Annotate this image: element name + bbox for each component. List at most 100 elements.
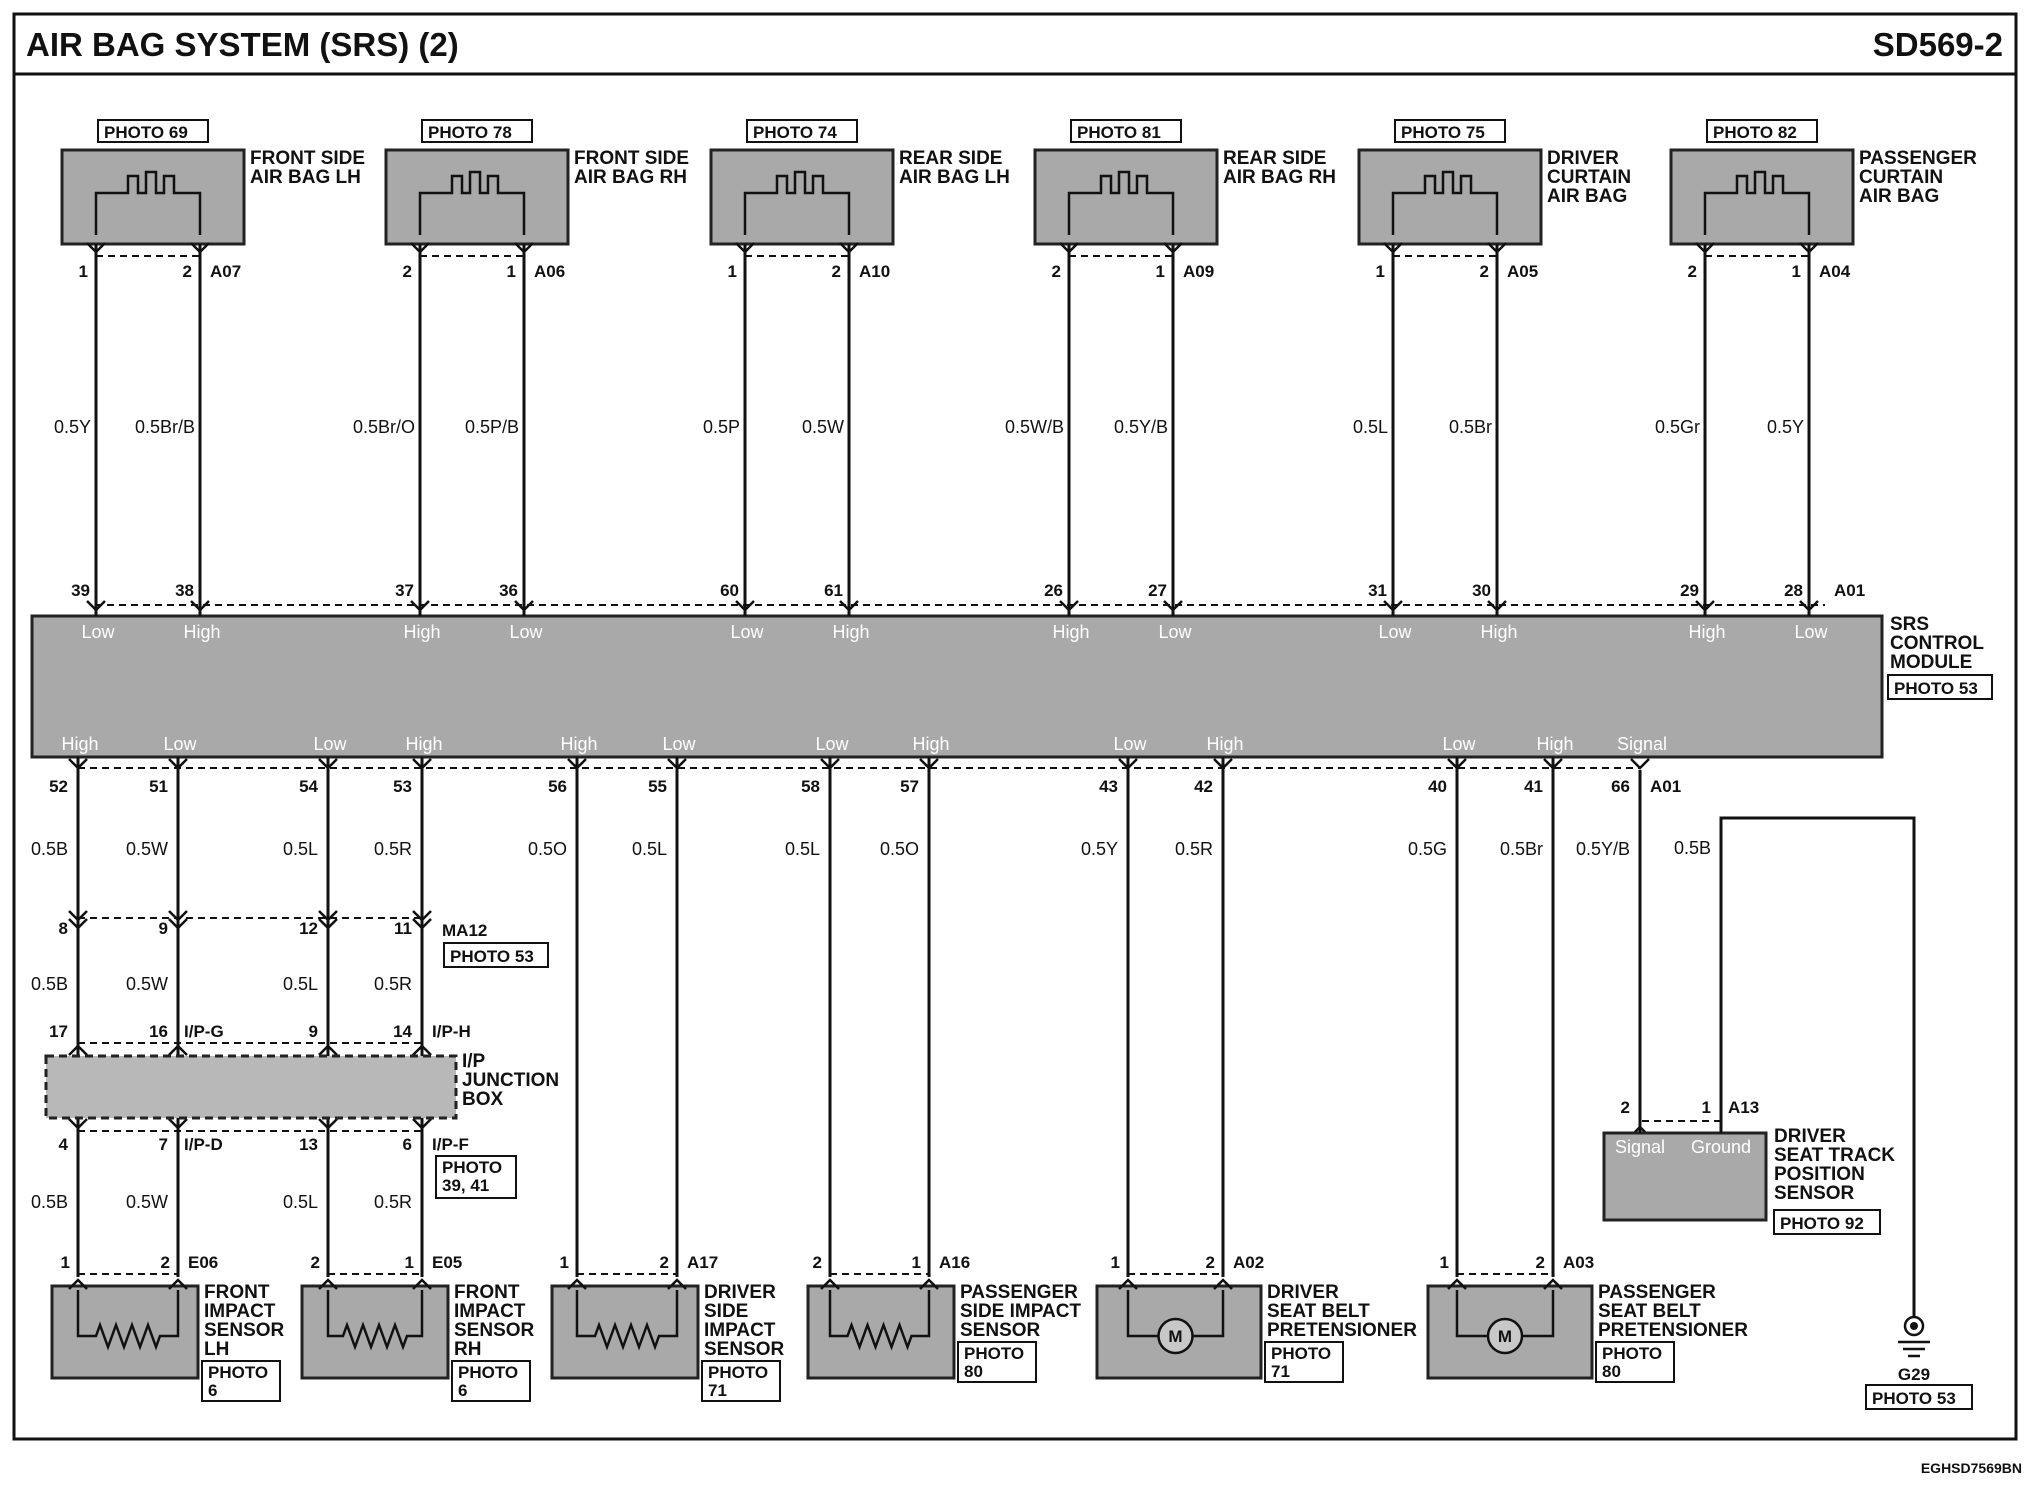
wire-size: 0.5R bbox=[374, 1192, 412, 1212]
module-pin: 38 bbox=[175, 581, 194, 600]
wire-size: 0.5P/B bbox=[465, 417, 519, 437]
connector-chevron-icon bbox=[1543, 1278, 1563, 1290]
module-pin: 27 bbox=[1148, 581, 1167, 600]
connector-chevron-icon bbox=[919, 1278, 939, 1290]
module-terminal: Low bbox=[163, 734, 197, 754]
module-terminal: High bbox=[1052, 622, 1089, 642]
ma12-pin: 12 bbox=[299, 919, 318, 938]
airbag-pin: 2 bbox=[183, 262, 192, 281]
wire-size: 0.5Br bbox=[1500, 839, 1543, 859]
sensor-pin: 2 bbox=[1206, 1253, 1215, 1272]
connector-chevron-icon bbox=[190, 600, 210, 612]
airbag-pin: 2 bbox=[1688, 262, 1697, 281]
motor-wire-icon bbox=[1192, 1290, 1225, 1338]
module-terminal: Low bbox=[81, 622, 115, 642]
airbag-pin: 2 bbox=[1480, 262, 1489, 281]
module-pin: 26 bbox=[1044, 581, 1063, 600]
wire-size: 0.5O bbox=[528, 839, 567, 859]
ma12-chevron-icon bbox=[412, 918, 432, 930]
seat-track-pin-1: 1 bbox=[1702, 1098, 1711, 1117]
ma12-chevron-icon bbox=[318, 910, 338, 922]
resistor-icon bbox=[828, 1290, 931, 1351]
motor-wire-icon bbox=[1522, 1290, 1555, 1338]
module-pin: 61 bbox=[824, 581, 843, 600]
airbag-connector: A09 bbox=[1183, 262, 1214, 281]
airbag-pin: 2 bbox=[403, 262, 412, 281]
ma12-chevron-icon bbox=[168, 910, 188, 922]
junction-chevron-icon bbox=[168, 1118, 188, 1130]
connector-chevron-icon bbox=[1163, 242, 1183, 254]
ma12-pin: 9 bbox=[159, 919, 168, 938]
ma12-chevron-icon bbox=[68, 918, 88, 930]
airbag-squib-icon bbox=[1067, 170, 1175, 235]
connector-chevron-icon bbox=[410, 242, 430, 254]
module-terminal: High bbox=[183, 622, 220, 642]
wire-size: 0.5L bbox=[1353, 417, 1388, 437]
wire-size: 0.5L bbox=[632, 839, 667, 859]
module-terminal: Low bbox=[1794, 622, 1828, 642]
airbag-photo: PHOTO 81 bbox=[1077, 123, 1161, 142]
motor-letter: M bbox=[1168, 1327, 1182, 1346]
sensor-body bbox=[1095, 1284, 1263, 1380]
resistor-icon bbox=[575, 1290, 679, 1351]
module-terminal: Low bbox=[1158, 622, 1192, 642]
connector-chevron-icon bbox=[1447, 1278, 1467, 1290]
sensor-pin: 1 bbox=[1440, 1253, 1449, 1272]
page-code: SD569-2 bbox=[1873, 26, 2003, 63]
module-pin: 31 bbox=[1368, 581, 1387, 600]
airbag-photo-box bbox=[1394, 119, 1506, 143]
airbag-photo: PHOTO 82 bbox=[1713, 123, 1797, 142]
connector-chevron-icon bbox=[1799, 600, 1819, 612]
connector-chevron-icon bbox=[1383, 242, 1403, 254]
wire-size: 0.5B bbox=[31, 839, 68, 859]
airbag-pin: 1 bbox=[79, 262, 88, 281]
ma12-chevron-icon bbox=[318, 918, 338, 930]
airbag-photo-box bbox=[97, 119, 209, 143]
module-pin: 36 bbox=[499, 581, 518, 600]
wire-size: 0.5W bbox=[802, 417, 844, 437]
module-terminal: Low bbox=[509, 622, 543, 642]
airbag-pin: 1 bbox=[1792, 262, 1801, 281]
ma12-connector-label: MA12 bbox=[442, 921, 487, 940]
module-terminal: Low bbox=[313, 734, 347, 754]
module-terminal: Low bbox=[1378, 622, 1412, 642]
wire-size: 0.5Br/B bbox=[135, 417, 195, 437]
outer-frame bbox=[12, 12, 2018, 1441]
connector-chevron-icon bbox=[735, 242, 755, 254]
airbag-photo: PHOTO 78 bbox=[428, 123, 512, 142]
module-pin: 56 bbox=[548, 777, 567, 796]
module-terminal: High bbox=[912, 734, 949, 754]
sensor-pin: 1 bbox=[912, 1253, 921, 1272]
sensor-photo-box bbox=[451, 1360, 531, 1402]
wire-size: 0.5W bbox=[126, 974, 168, 994]
junction-chevron-icon bbox=[318, 1118, 338, 1130]
junction-chevron-icon bbox=[68, 1118, 88, 1130]
module-pin: 57 bbox=[900, 777, 919, 796]
junction-bottom-pin: 6 bbox=[403, 1135, 412, 1154]
airbag-connector: A06 bbox=[534, 262, 565, 281]
connector-chevron-icon bbox=[1383, 600, 1403, 612]
airbag-body bbox=[1669, 148, 1855, 246]
sensor-photo-box bbox=[1264, 1341, 1344, 1383]
module-terminal: Low bbox=[1113, 734, 1147, 754]
module-terminal: Signal bbox=[1617, 734, 1667, 754]
ground-photo-box bbox=[1865, 1384, 1973, 1410]
module-pin: 29 bbox=[1680, 581, 1699, 600]
module-terminal: Low bbox=[1442, 734, 1476, 754]
ground-photo: PHOTO 53 bbox=[1872, 1389, 1956, 1408]
airbag-squib-icon bbox=[1391, 170, 1499, 235]
